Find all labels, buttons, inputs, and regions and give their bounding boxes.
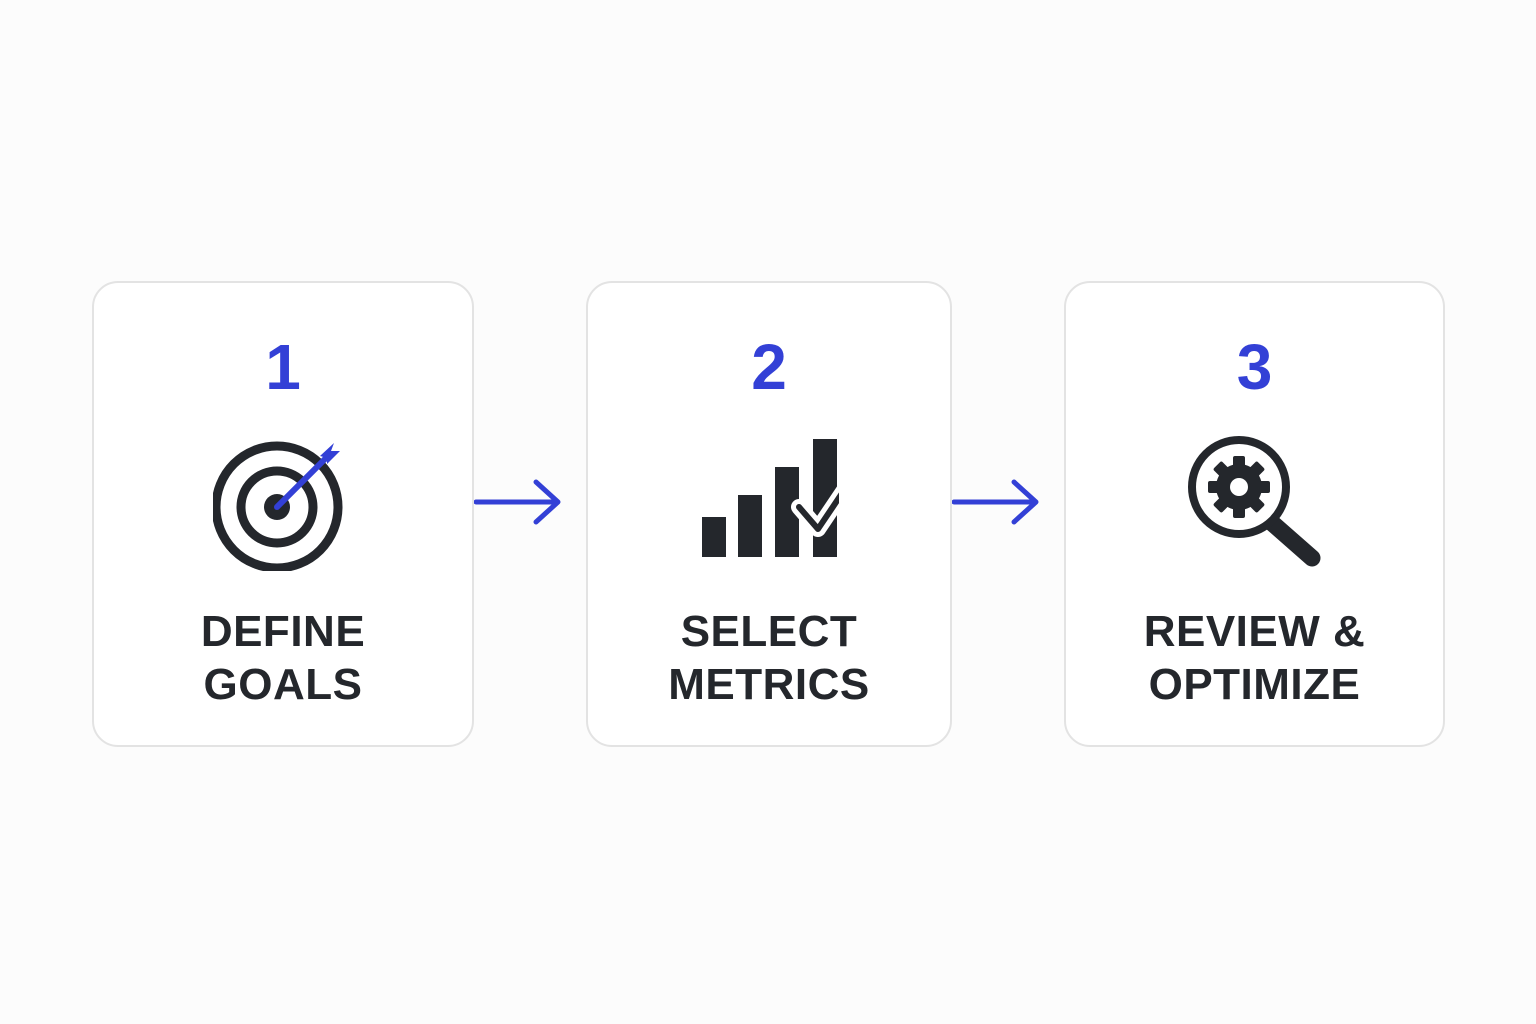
step-label-line: REVIEW & [1143, 607, 1366, 656]
step-label-line: METRICS [668, 660, 870, 709]
target-dart-icon [213, 431, 353, 571]
magnifier-gear-icon [1185, 431, 1325, 571]
step-label: REVIEW & OPTIMIZE [1066, 605, 1443, 711]
step-card-define-goals: 1 DEFINE GOALS [92, 281, 474, 747]
bar-chart-check-icon [699, 431, 839, 571]
step-label-line: DEFINE [200, 607, 366, 656]
step-number: 2 [751, 331, 787, 403]
arrow-right-icon [474, 476, 564, 528]
step-label: SELECT METRICS [588, 605, 950, 711]
arrow-right-icon [952, 476, 1042, 528]
step-number: 1 [265, 331, 301, 403]
step-number: 3 [1236, 331, 1273, 403]
step-label-line: GOALS [203, 660, 363, 709]
step-label: DEFINE GOALS [94, 605, 472, 711]
step-card-select-metrics: 2 SELECT METRICS [586, 281, 952, 747]
step-label-line: SELECT [680, 607, 858, 656]
step-label-line: OPTIMIZE [1148, 660, 1361, 709]
step-card-review-optimize: 3 REVIEW & OPTIMIZE [1064, 281, 1445, 747]
